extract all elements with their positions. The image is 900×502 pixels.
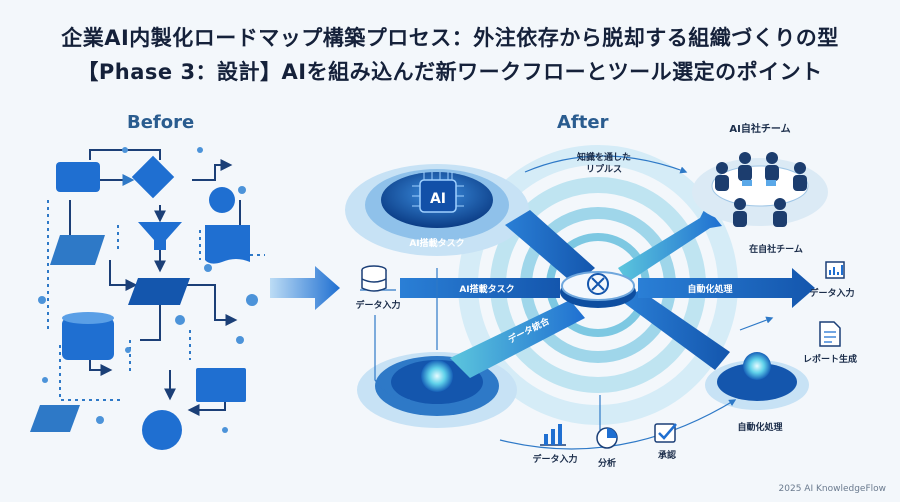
bottom-data-input-label: データ入力 [532,453,577,465]
left-data-input-label: データ入力 [355,299,400,311]
before-label: Before [127,112,195,133]
right-report-label: レポート生成 [803,353,857,365]
chart-icon [825,261,845,279]
bottom-right-node-label: 自動化処理 [737,421,782,433]
report-icon [819,321,841,347]
bar-chart-icon [540,424,566,446]
title-line-2: 【Phase 3：設計】AIを組み込んだ新ワークフローとツール選定のポイント [77,60,823,84]
ripple-label-line2: リプルス [586,163,622,175]
after-diagram: AI AI搭載タスク AI搭載タスク 自動化処理 データ統合 [345,122,857,469]
team-sub-label: 在自社チーム [749,243,803,255]
ripple-label-line1: 知識を通した [576,151,631,163]
ai-chip-label: AI [430,191,446,207]
ai-node-label: AI搭載タスク [409,237,464,249]
team-title: AI自社チーム [729,122,790,135]
transition-arrow [270,266,340,310]
arrow-ai-task-label: AI搭載タスク [459,283,514,295]
team-illustration [692,152,828,227]
checkmark-icon [654,423,677,443]
pie-chart-icon [596,427,618,449]
right-data-input-label: データ入力 [809,287,854,299]
bottom-approval-label: 承認 [658,449,676,461]
after-label: After [557,112,609,133]
footer-credit: 2025 AI KnowledgeFlow [778,484,886,494]
before-flowchart [30,147,265,450]
title-line-1: 企業AI内製化ロードマップ構築プロセス：外注依存から脱却する組織づくりの型 [61,26,839,50]
arrow-automation-label: 自動化処理 [687,283,732,295]
bottom-analysis-label: 分析 [598,457,616,469]
database-icon [361,265,387,292]
